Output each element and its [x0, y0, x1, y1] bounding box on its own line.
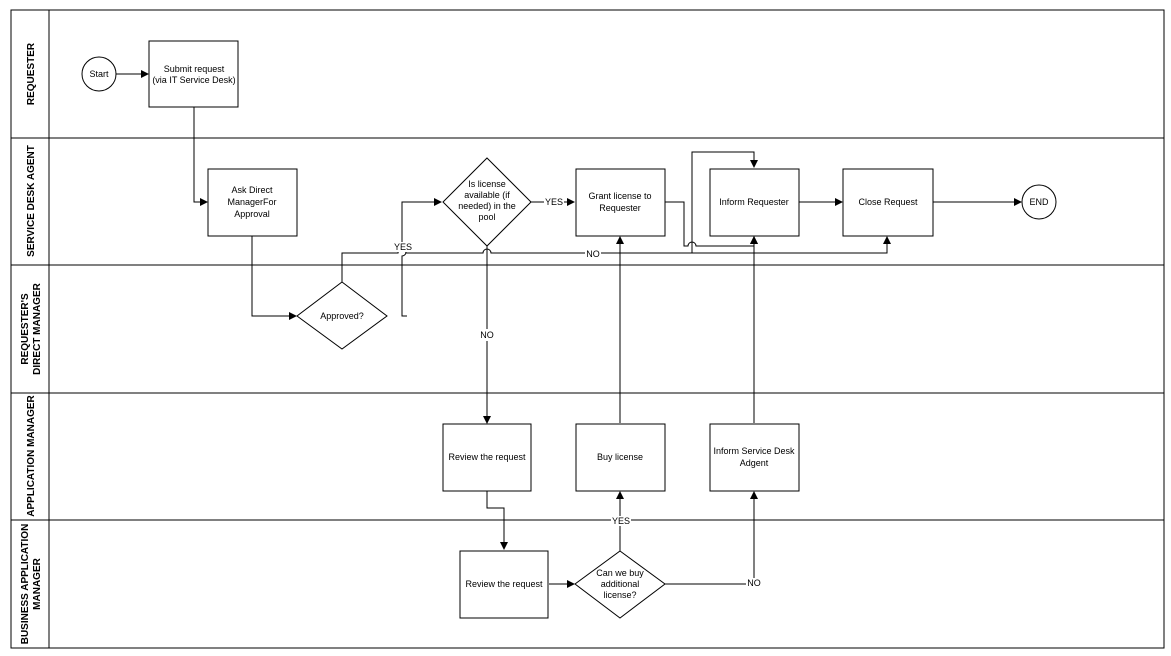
svg-text:(via IT Service Desk): (via IT Service Desk) [152, 75, 235, 85]
lane-label-business-application-manager: BUSINESS APPLICATION MANAGER [20, 524, 43, 645]
lane-label-direct-manager: REQUESTER'S DIRECT MANAGER [20, 282, 43, 374]
label-yes-approved: YES [394, 242, 412, 252]
edge-submit-to-ask [193, 107, 208, 206]
svg-text:Approval: Approval [234, 209, 270, 219]
svg-text:Can we buy: Can we buy [596, 568, 644, 578]
svg-text:ManagerFor: ManagerFor [227, 197, 276, 207]
svg-text:END: END [1029, 197, 1049, 207]
label-no-buy: NO [747, 578, 761, 588]
svg-text:Ask Direct: Ask Direct [231, 185, 273, 195]
review-request-app-manager-box: Review the request [442, 423, 532, 492]
svg-text:SERVICE DESK AGENT: SERVICE DESK AGENT [26, 145, 37, 257]
svg-text:Start: Start [89, 69, 109, 79]
close-request-box: Close Request [842, 168, 934, 237]
inform-service-desk-box: Inform Service Desk Adgent [709, 423, 800, 492]
label-yes-license: YES [545, 197, 563, 207]
edge-review-app-to-review-bus [486, 491, 508, 550]
svg-text:Requester: Requester [599, 203, 641, 213]
label-yes-buy: YES [612, 516, 630, 526]
svg-text:Buy license: Buy license [597, 452, 643, 462]
grant-license-box: Grant license to Requester [575, 168, 666, 237]
svg-text:APPLICATION MANAGER: APPLICATION MANAGER [26, 394, 37, 516]
edge-loop-to-inform [691, 151, 758, 253]
svg-text:Inform Requester: Inform Requester [719, 197, 789, 207]
edge-ask-to-approved [251, 236, 297, 320]
svg-text:Is license: Is license [468, 179, 506, 189]
license-available-decision: Is license available (if needed) in the … [442, 157, 532, 247]
svg-text:MANAGER: MANAGER [32, 557, 43, 609]
can-buy-decision: Can we buy additional license? [574, 550, 666, 619]
svg-text:REQUESTER: REQUESTER [26, 42, 37, 105]
edge-can-buy-no-to-inform-sd [665, 491, 758, 585]
svg-text:BUSINESS APPLICATION: BUSINESS APPLICATION [20, 524, 31, 645]
lane-label-application-manager: APPLICATION MANAGER [26, 394, 37, 516]
svg-text:additional: additional [601, 579, 640, 589]
svg-text:pool: pool [478, 212, 495, 222]
label-no-license: NO [480, 330, 494, 340]
buy-license-box: Buy license [575, 423, 666, 492]
connectors [116, 70, 1022, 588]
edge-approved-yes-to-license [401, 198, 442, 317]
edge-approved-no-to-close [341, 236, 891, 282]
lane-label-service-desk-agent: SERVICE DESK AGENT [26, 145, 37, 257]
svg-text:Inform Service Desk: Inform Service Desk [713, 446, 795, 456]
swimlane-frame [10, 9, 1165, 649]
ask-direct-manager-box: Ask Direct ManagerFor Approval [207, 168, 298, 237]
label-no-approved: NO [586, 249, 600, 259]
inform-requester-box: Inform Requester [709, 168, 800, 237]
start-node: Start [81, 56, 117, 92]
svg-text:Submit request: Submit request [164, 64, 225, 74]
approved-decision: Approved? [296, 281, 388, 350]
end-node: END [1021, 184, 1057, 220]
svg-text:Adgent: Adgent [740, 458, 769, 468]
svg-text:Review the request: Review the request [448, 452, 526, 462]
edge-labels: YES YES NO NO YES NO [394, 197, 762, 588]
svg-text:DIRECT MANAGER: DIRECT MANAGER [32, 282, 43, 374]
svg-text:available (if: available (if [464, 190, 510, 200]
svg-text:Close Request: Close Request [858, 197, 918, 207]
submit-request-box: Submit request (via IT Service Desk) [148, 40, 239, 108]
svg-text:REQUESTER'S: REQUESTER'S [20, 293, 31, 365]
svg-text:Approved?: Approved? [320, 311, 364, 321]
review-request-business-manager-box: Review the request [459, 550, 549, 619]
svg-text:needed) in the: needed) in the [458, 201, 516, 211]
edge-grant-to-inform [665, 201, 758, 247]
svg-text:Grant license to: Grant license to [588, 191, 651, 201]
lane-label-requester: REQUESTER [26, 42, 37, 105]
svg-text:Review the request: Review the request [465, 579, 543, 589]
svg-text:license?: license? [603, 590, 636, 600]
